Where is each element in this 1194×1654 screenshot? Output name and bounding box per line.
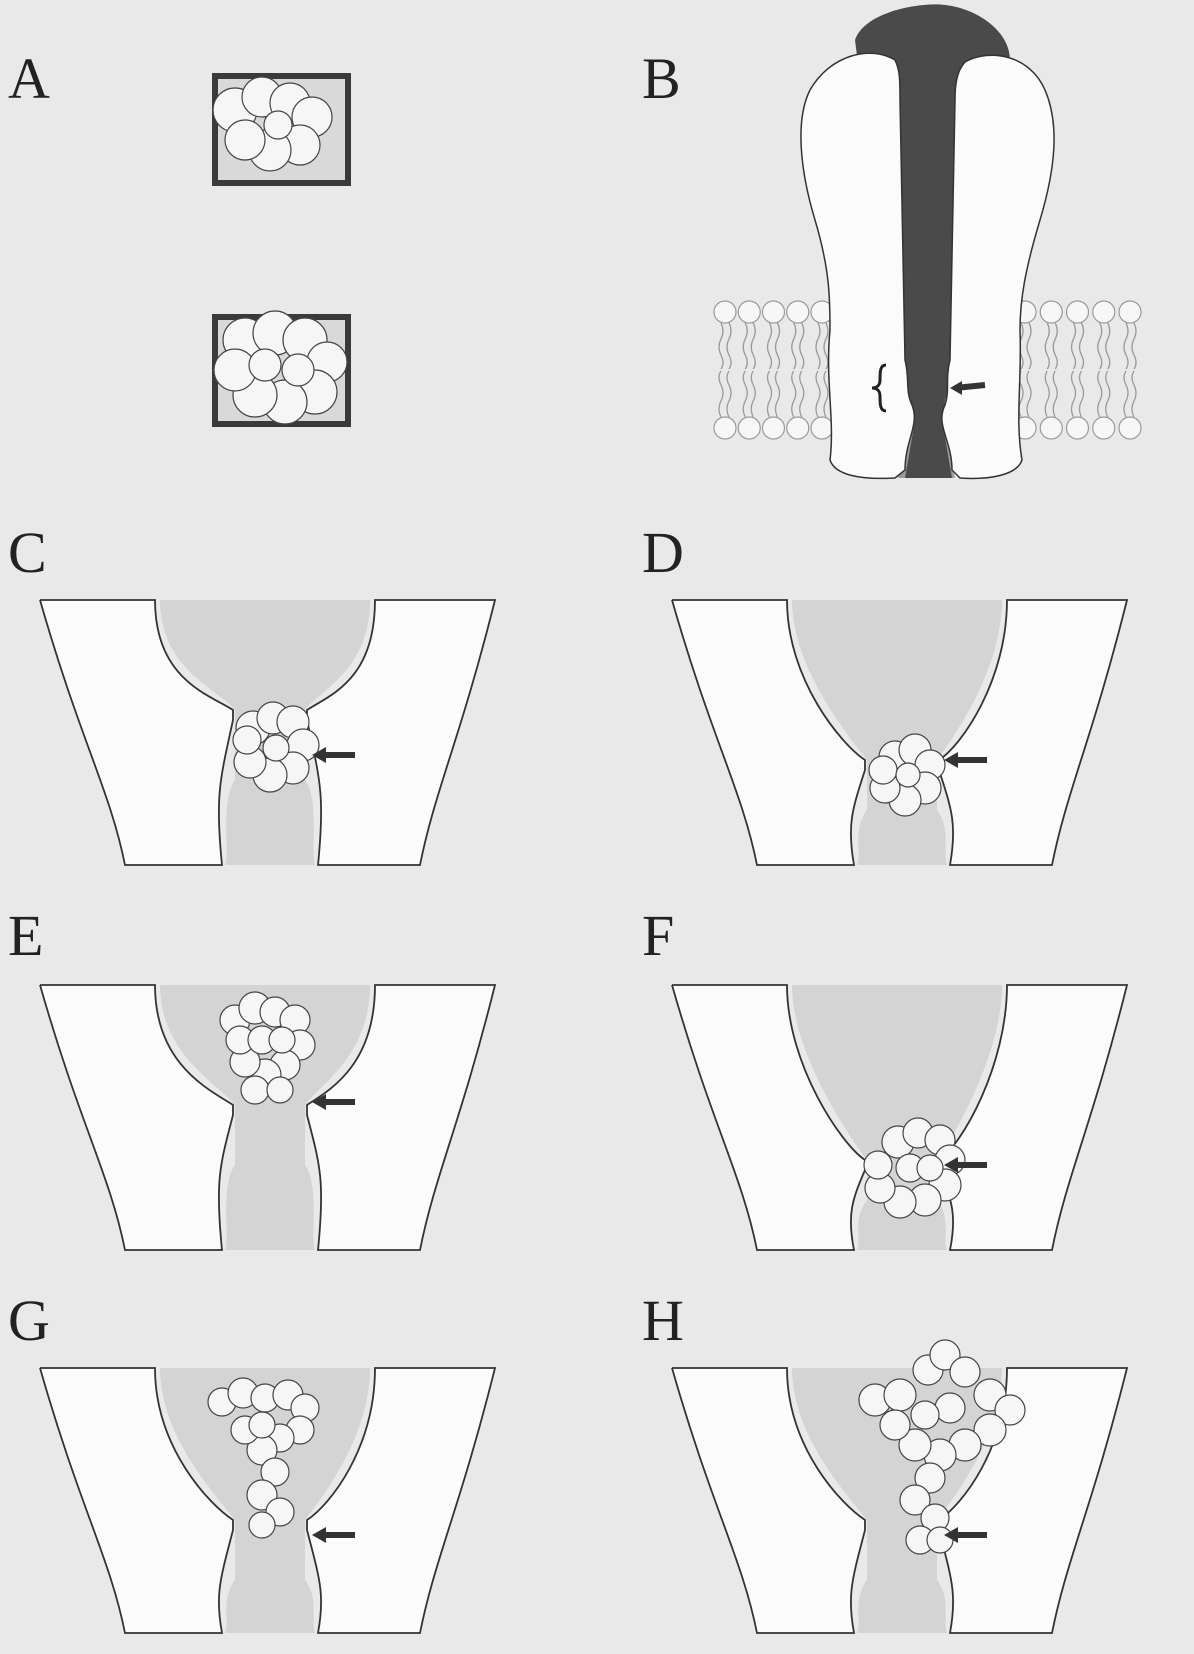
ion-sphere xyxy=(869,756,897,784)
ion-sphere xyxy=(917,1155,943,1181)
small-cluster-box xyxy=(213,76,348,183)
ion-sphere xyxy=(880,1410,910,1440)
panel-label-f: F xyxy=(642,903,674,968)
panel-a xyxy=(213,76,348,424)
panel-label-d: D xyxy=(642,520,684,585)
ion-sphere xyxy=(269,1027,295,1053)
ion-sphere xyxy=(249,349,281,381)
ion-sphere xyxy=(233,726,261,754)
ion-sphere xyxy=(950,1357,980,1387)
ion-sphere xyxy=(896,763,920,787)
ion-sphere xyxy=(225,120,265,160)
panel-label-c: C xyxy=(8,520,47,585)
ion-sphere xyxy=(935,1393,965,1423)
ion-sphere xyxy=(249,1412,275,1438)
ion-sphere xyxy=(263,735,289,761)
ion-sphere xyxy=(282,354,314,386)
channel-subunit-left xyxy=(801,53,914,478)
panel-label-a: A xyxy=(8,46,50,111)
ion-sphere xyxy=(241,1076,269,1104)
panel-g xyxy=(40,1368,495,1633)
panel-f xyxy=(672,985,1127,1250)
panel-label-g: G xyxy=(8,1288,50,1353)
panel-label-h: H xyxy=(642,1288,684,1353)
panel-label-e: E xyxy=(8,903,43,968)
panel-b xyxy=(714,4,1141,478)
large-cluster-box xyxy=(214,311,348,424)
ion-sphere xyxy=(264,111,292,139)
ion-sphere xyxy=(249,1512,275,1538)
ion-sphere xyxy=(911,1401,939,1429)
lipid-bilayer-right xyxy=(1014,301,1141,439)
panel-h xyxy=(672,1340,1127,1633)
ion-sphere xyxy=(267,1077,293,1103)
channel-subunit-right xyxy=(942,55,1054,478)
ion-sphere xyxy=(864,1151,892,1179)
panel-e xyxy=(40,985,495,1250)
lipid-bilayer-left xyxy=(714,301,833,439)
panel-c xyxy=(40,600,495,865)
panel-d xyxy=(672,600,1127,865)
panel-label-b: B xyxy=(642,46,681,111)
ion-sphere xyxy=(927,1527,953,1553)
ion-sphere xyxy=(884,1379,916,1411)
